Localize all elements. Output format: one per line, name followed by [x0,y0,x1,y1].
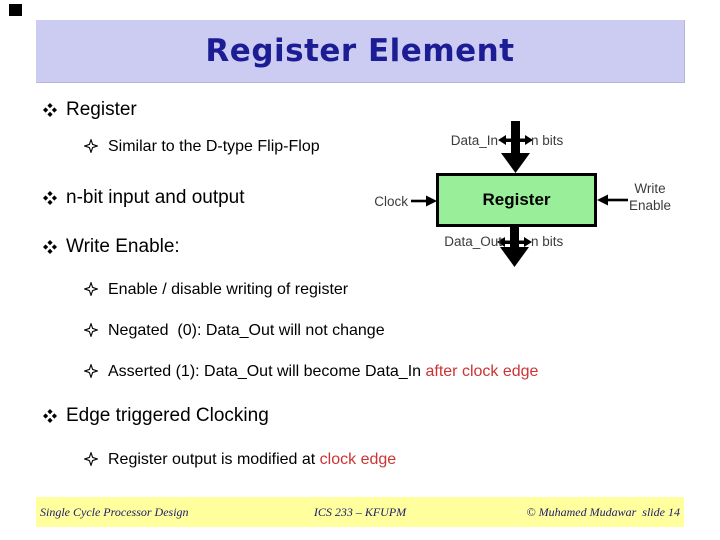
bullet-text: Edge triggered Clocking [66,405,269,426]
register-box-label: Register [482,190,551,209]
bullet-text: Write Enable: [66,236,180,257]
bus-width-marker-icon [498,135,533,145]
page-title: Register Element [205,33,515,69]
clock-label: Clock [374,194,408,209]
bullet-item-asserted: Asserted (1): Data_Out will become Data_… [82,362,539,381]
bullet-text: Asserted (1): Data_Out will become Data_… [108,363,426,380]
footer-right: © Muhamed Mudawar slide 14 [526,504,680,519]
corner-mark [9,4,22,16]
bullet-item-register: Register [42,99,137,121]
register-box: Register [436,173,597,227]
bullet-item-nbit: n-bit input and output [42,187,245,209]
bullet-text: Similar to the D-type Flip-Flop [108,138,320,155]
write-enable-line1: Write [634,181,666,196]
bullet-text: Enable / disable writing of register [108,281,349,298]
sparkle-bullet-icon [82,362,100,380]
four-diamond-bullet-icon [42,190,58,206]
bus-width-marker-icon [497,237,532,247]
four-diamond-bullet-icon [42,102,58,118]
clock-arrow-icon [411,195,437,207]
bullet-item-write-enable: Write Enable: [42,236,180,258]
register-diagram [411,121,628,267]
sparkle-bullet-icon [82,450,100,468]
bullet-text: Register [66,99,137,120]
bullet-item-edge-triggered: Edge triggered Clocking [42,405,269,427]
footer-bar: Single Cycle Processor Design ICS 233 – … [36,497,684,527]
n-bits-bottom-label: n bits [531,234,564,249]
bullet-text: n-bit input and output [66,187,245,208]
data-in-label: Data_In [450,133,498,148]
bullet-item-negated: Negated (0): Data_Out will not change [82,321,385,340]
title-banner: Register Element [36,20,685,83]
write-enable-line2: Enable [628,198,672,213]
four-diamond-bullet-icon [42,239,58,255]
highlight-text: after clock edge [425,363,539,380]
data-out-arrow-icon [500,227,529,267]
bullet-text: Negated (0): Data_Out will not change [108,322,385,339]
data-out-label: Data_Out [444,234,502,249]
sparkle-bullet-icon [82,321,100,339]
bullet-item-similar: Similar to the D-type Flip-Flop [82,137,320,156]
four-diamond-bullet-icon [42,408,58,424]
sparkle-bullet-icon [82,280,100,298]
footer-center: ICS 233 – KFUPM [313,504,407,519]
data-in-arrow-icon [501,121,530,173]
bullet-item-enable-disable: Enable / disable writing of register [82,280,349,299]
bullet-text: Register output is modified at [108,451,320,468]
write-enable-arrow-icon [597,194,628,206]
footer-left: Single Cycle Processor Design [40,504,189,519]
write-enable-label: Write Enable [616,180,684,214]
sparkle-bullet-icon [82,137,100,155]
bullet-item-register-output: Register output is modified at clock edg… [82,450,397,469]
highlight-text: clock edge [319,451,397,468]
n-bits-top-label: n bits [531,133,564,148]
